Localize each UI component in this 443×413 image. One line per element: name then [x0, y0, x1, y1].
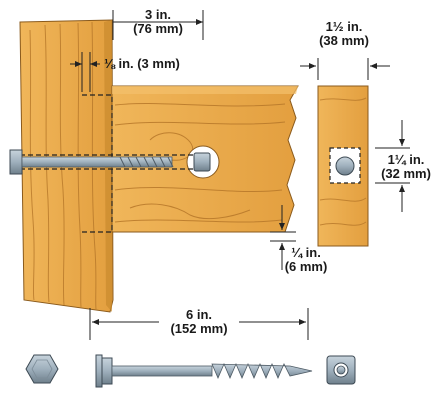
dim-screw-length: 6 in. (152 mm) [159, 308, 239, 336]
dim-screw-length-imperial: 6 in. [185, 307, 212, 322]
dim-block-hole-imperial: 1¼ in. [387, 152, 425, 167]
dim-block-width-imperial: 1½ in. [325, 19, 363, 34]
post-grain [29, 21, 97, 310]
beam-cross-section [317, 85, 369, 247]
lag-screw-icon [95, 354, 313, 388]
section-cavity [329, 147, 361, 184]
dim-block-width: 1½ in. (38 mm) [312, 20, 376, 48]
section-screw-end [335, 156, 355, 176]
dim-gap: ⅛ in. (3 mm) [104, 57, 180, 71]
dim-block-width-metric: (38 mm) [319, 33, 369, 48]
hex-head-icon [25, 354, 59, 384]
dim-lower-offset-imperial: ¼ in. [291, 245, 321, 260]
dim-block-hole: 1¼ in. (32 mm) [372, 153, 440, 181]
dim-screw-length-metric: (152 mm) [170, 321, 228, 336]
dim-top-width-imperial: 3 in. [144, 7, 171, 22]
dim-block-hole-metric: (32 mm) [381, 166, 431, 181]
dim-top-width-metric: (76 mm) [133, 21, 183, 36]
square-washer-icon [326, 355, 356, 385]
installed-screw [9, 149, 211, 175]
dim-top-width: 3 in. (76 mm) [118, 8, 198, 36]
screw-thread-marks [119, 156, 174, 168]
dim-gap-text: ⅛ in. (3 mm) [104, 56, 180, 71]
nut-in-hole [193, 152, 211, 172]
dim-lower-offset-metric: (6 mm) [284, 259, 328, 274]
beam-grain [114, 103, 286, 223]
dim-lower-offset: ¼ in. (6 mm) [277, 246, 335, 274]
